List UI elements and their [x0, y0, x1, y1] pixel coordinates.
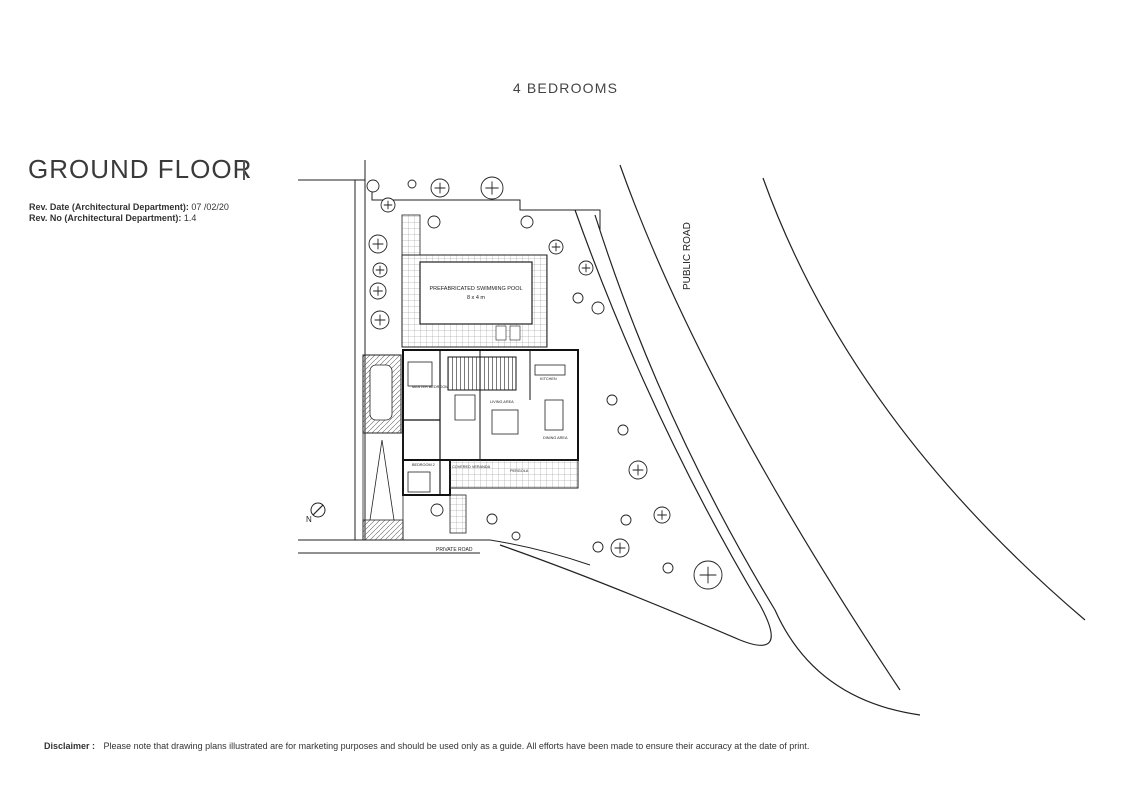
sunbed	[509, 325, 521, 341]
north-arrow-icon: N	[306, 502, 326, 524]
public-road-label: PUBLIC ROAD	[682, 222, 693, 290]
room-living-area: LIVING AREA	[490, 400, 514, 404]
tree-icon	[366, 179, 380, 193]
tree-icon	[572, 292, 584, 304]
tree-icon	[591, 301, 605, 315]
tree-icon	[427, 215, 441, 229]
revision-number-value: 1.4	[183, 213, 197, 223]
tree-icon	[511, 531, 521, 541]
staircase	[447, 356, 517, 391]
tree-branch	[614, 542, 626, 554]
revision-number-label: Rev. No (Architectural Department):	[29, 213, 182, 223]
stair-landing	[454, 394, 476, 421]
tree-icon	[486, 513, 498, 525]
tree-icon	[617, 424, 629, 436]
sofa-set	[491, 409, 519, 435]
revision-number: Rev. No (Architectural Department): 1.4	[29, 213, 196, 223]
page-title: GROUND FLOOR	[28, 154, 253, 184]
tree-branch	[383, 200, 393, 210]
tree-branch	[485, 181, 499, 195]
sunbed	[495, 325, 507, 341]
tree-branch	[375, 265, 385, 275]
car-icon	[369, 364, 393, 421]
public-road-curves	[499, 164, 1086, 716]
tree-branch	[581, 263, 591, 273]
north-label: N	[306, 515, 312, 524]
revision-date-label: Rev. Date (Architectural Department):	[29, 202, 189, 212]
tree-icon	[592, 541, 604, 553]
room-kitchen: KITCHEN	[540, 377, 557, 381]
tree-branch	[372, 238, 384, 250]
entrance-steps	[449, 494, 467, 534]
tree-icon	[606, 394, 618, 406]
tree-icon	[620, 514, 632, 526]
tree-branch	[374, 314, 386, 326]
disclaimer-text: Please note that drawing plans illustrat…	[103, 741, 810, 751]
swimming-pool	[419, 261, 533, 325]
title-divider	[243, 160, 245, 180]
dining-table	[544, 399, 564, 431]
master-bed	[407, 361, 433, 387]
tree-branch	[551, 242, 561, 252]
entrance-gate	[362, 519, 404, 541]
tree-branch	[632, 464, 644, 476]
landscape-trees	[366, 176, 723, 590]
tree-icon	[430, 503, 444, 517]
revision-date-value: 07 /02/20	[191, 202, 229, 212]
pool-title: PREFABRICATED SWIMMING POOL	[429, 286, 522, 292]
terrace	[449, 459, 579, 489]
tree-icon	[407, 179, 417, 189]
tree-branch	[434, 182, 446, 194]
room-master-bedroom: MASTER BEDROOM	[412, 385, 449, 389]
disclaimer-label: Disclaimer :	[44, 741, 96, 751]
tree-icon	[662, 562, 674, 574]
tree-icon	[520, 215, 534, 229]
tree-branch	[657, 510, 667, 520]
driveway-arrow	[369, 439, 395, 521]
pool-size: 8 x 4 m	[467, 295, 485, 301]
tree-branch	[373, 286, 383, 296]
kitchen-counter	[534, 364, 566, 376]
bedroom-2-bed	[407, 471, 431, 493]
room-bedroom-2: BEDROOM 2	[412, 463, 435, 467]
room-dining-area: DINING AREA	[543, 436, 568, 440]
bedroom-count: 4 BEDROOMS	[512, 80, 619, 96]
disclaimer: Disclaimer : Please note that drawing pl…	[44, 741, 809, 751]
private-road-label: PRIVATE ROAD	[436, 547, 473, 553]
tree-branch	[699, 566, 717, 584]
revision-date: Rev. Date (Architectural Department): 07…	[29, 202, 229, 212]
garden-steps	[401, 214, 421, 256]
plot-boundary	[298, 160, 601, 566]
